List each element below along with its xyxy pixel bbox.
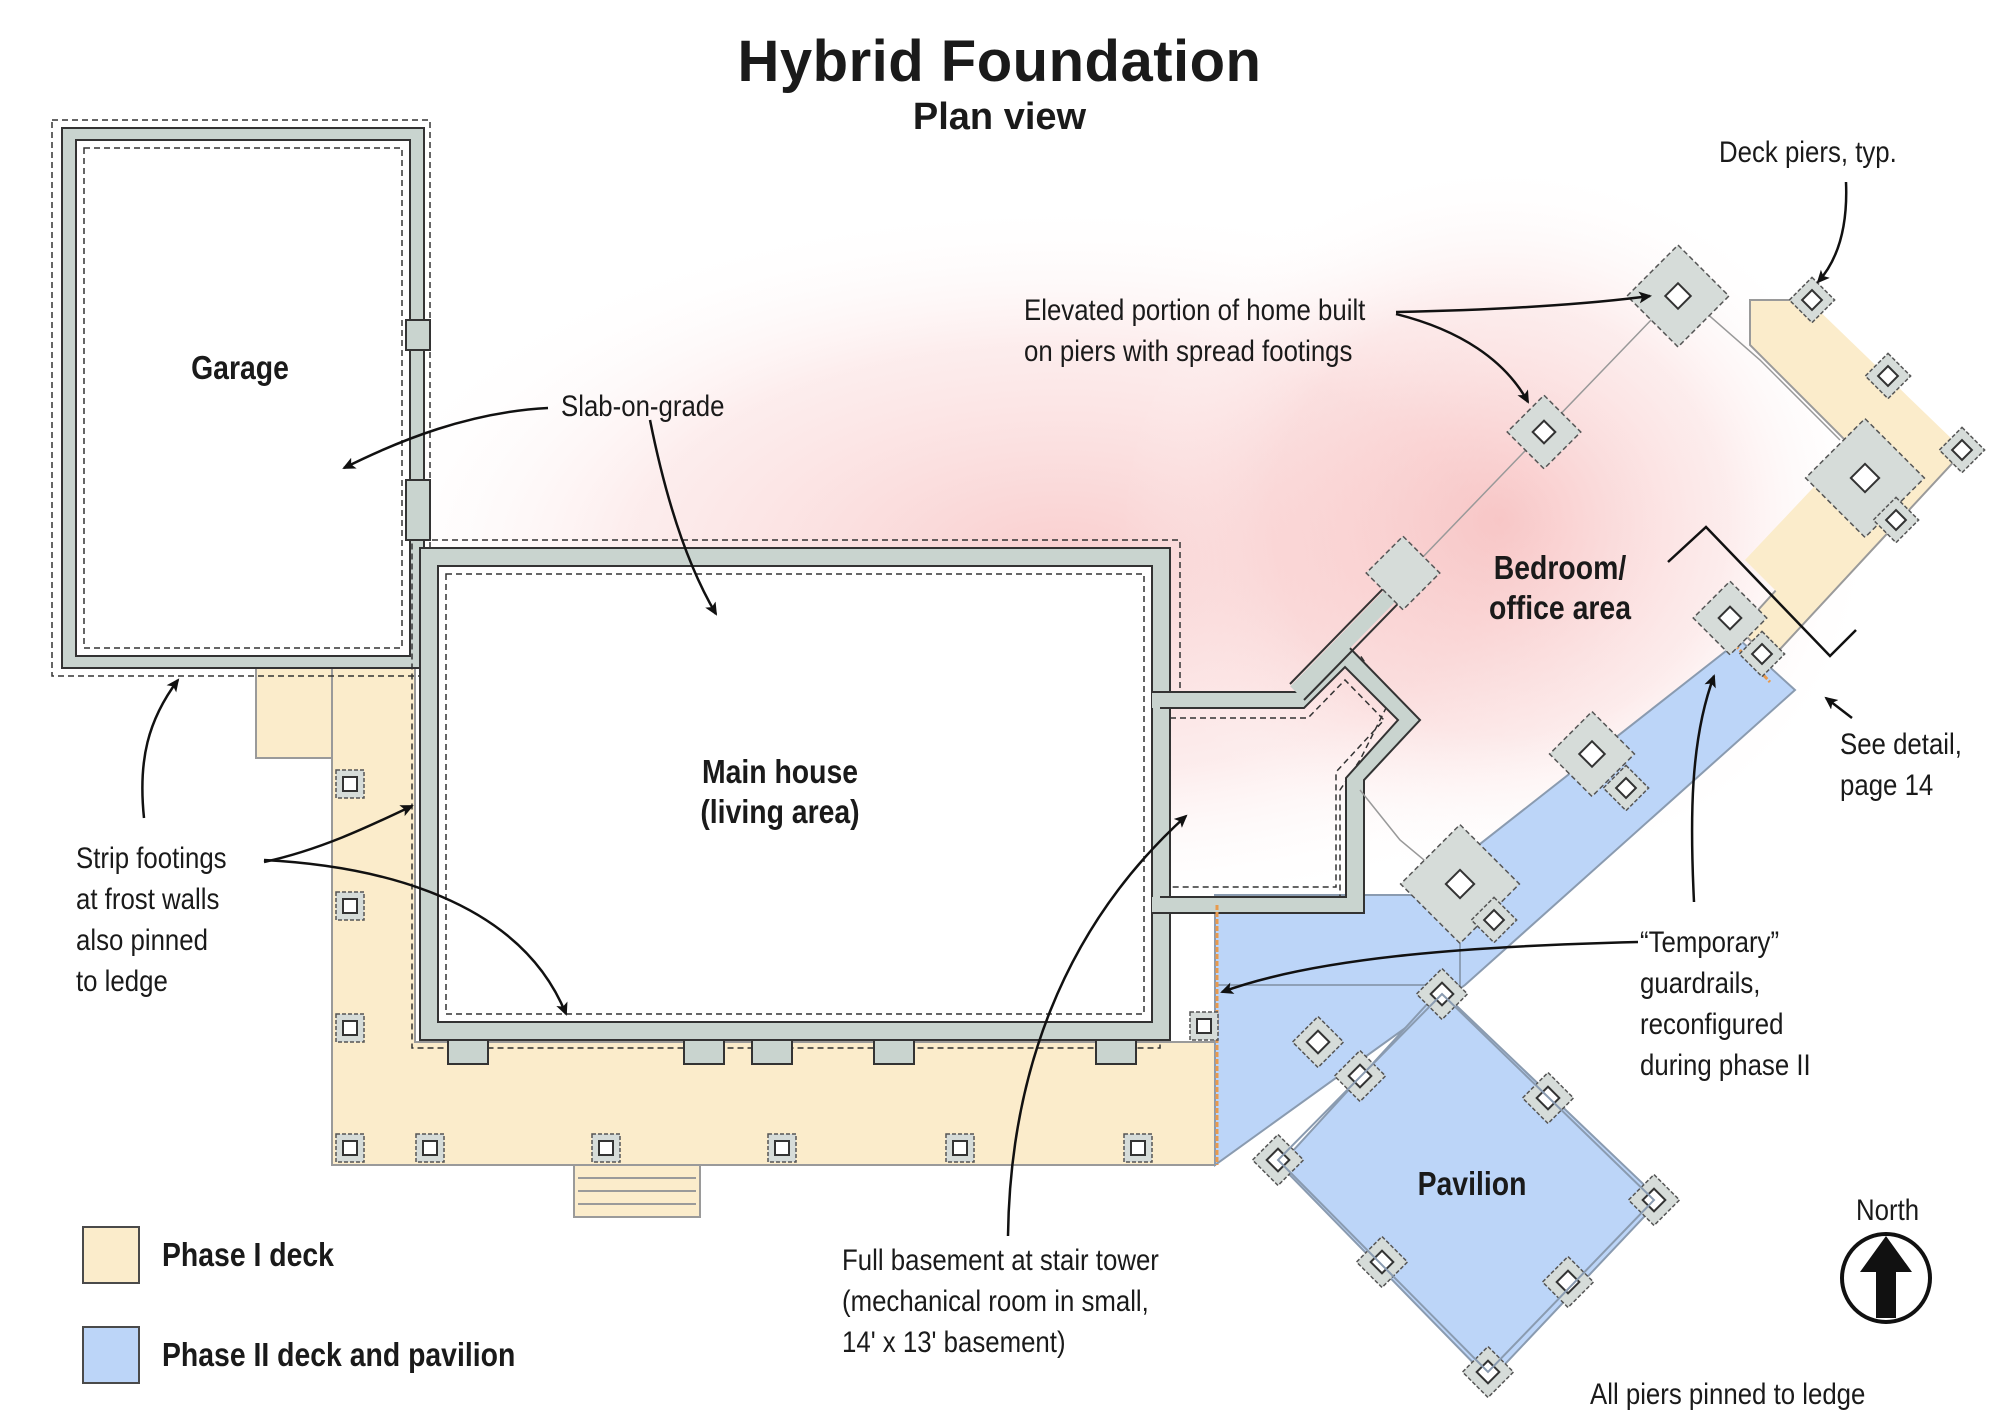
see-detail-line1: See detail, bbox=[1840, 728, 1962, 761]
full-basement-callout: Full basement at stair tower (mechanical… bbox=[842, 1240, 1159, 1363]
all-piers-callout: All piers pinned to ledge bbox=[1590, 1378, 1866, 1411]
deck-stairs bbox=[573, 1164, 701, 1218]
deck-piers bbox=[335, 769, 1219, 1163]
temporary-guardrails-callout: “Temporary” guardrails, reconfigured dur… bbox=[1640, 922, 1811, 1086]
legend-label-phase-2: Phase II deck and pavilion bbox=[162, 1336, 516, 1373]
see-detail-line2: page 14 bbox=[1840, 769, 1934, 802]
strip-callout-line4: to ledge bbox=[76, 965, 168, 998]
guardrails-line3: reconfigured bbox=[1640, 1008, 1784, 1041]
strip-callout-line2: at frost walls bbox=[76, 883, 220, 916]
see-detail-callout: See detail, page 14 bbox=[1840, 724, 1962, 806]
north-arrow-icon bbox=[1840, 1232, 1932, 1324]
strip-footings-callout: Strip footings at frost walls also pinne… bbox=[76, 838, 227, 1002]
bedroom-office-label: Bedroom/ office area bbox=[1457, 548, 1663, 628]
basement-line2: (mechanical room in small, bbox=[842, 1285, 1149, 1318]
strip-callout-line1: Strip footings bbox=[76, 842, 227, 875]
elevated-portion-callout: Elevated portion of home built on piers … bbox=[1024, 290, 1365, 372]
bedroom-label-line1: Bedroom/ bbox=[1493, 549, 1627, 586]
guardrails-line2: guardrails, bbox=[1640, 967, 1761, 1000]
pavilion-outline bbox=[1276, 992, 1656, 1374]
deck-piers-callout: Deck piers, typ. bbox=[1719, 136, 1897, 169]
guardrails-line4: during phase II bbox=[1640, 1049, 1811, 1082]
main-house-label-line1: Main house bbox=[701, 753, 859, 790]
legend-swatch-phase-2 bbox=[82, 1326, 140, 1384]
bedroom-label-line2: office area bbox=[1489, 589, 1631, 626]
page-subtitle: Plan view bbox=[912, 96, 1087, 138]
elevated-callout-line1: Elevated portion of home built bbox=[1024, 294, 1366, 327]
north-label: North bbox=[1856, 1194, 1920, 1227]
main-house-label-line2: (living area) bbox=[700, 793, 860, 830]
slab-on-grade-callout: Slab-on-grade bbox=[561, 390, 725, 423]
legend-swatch-phase-1 bbox=[82, 1226, 140, 1284]
section-cut-marker bbox=[1667, 525, 1857, 658]
basement-line3: 14' x 13' basement) bbox=[842, 1326, 1066, 1359]
pavilion-label: Pavilion bbox=[1417, 1165, 1527, 1202]
leader-arrows bbox=[141, 181, 1853, 1237]
guardrails-line1: “Temporary” bbox=[1640, 926, 1780, 959]
main-house-walls bbox=[411, 539, 1391, 1065]
garage-walls bbox=[51, 119, 431, 677]
legend-label-phase-1: Phase I deck bbox=[162, 1236, 334, 1273]
basement-line1: Full basement at stair tower bbox=[842, 1244, 1159, 1277]
page-title: Hybrid Foundation bbox=[737, 29, 1262, 94]
strip-callout-line3: also pinned bbox=[76, 924, 208, 957]
elevated-callout-line2: on piers with spread footings bbox=[1024, 335, 1353, 368]
garage-label: Garage bbox=[191, 349, 289, 386]
main-house-label: Main house (living area) bbox=[660, 752, 901, 832]
